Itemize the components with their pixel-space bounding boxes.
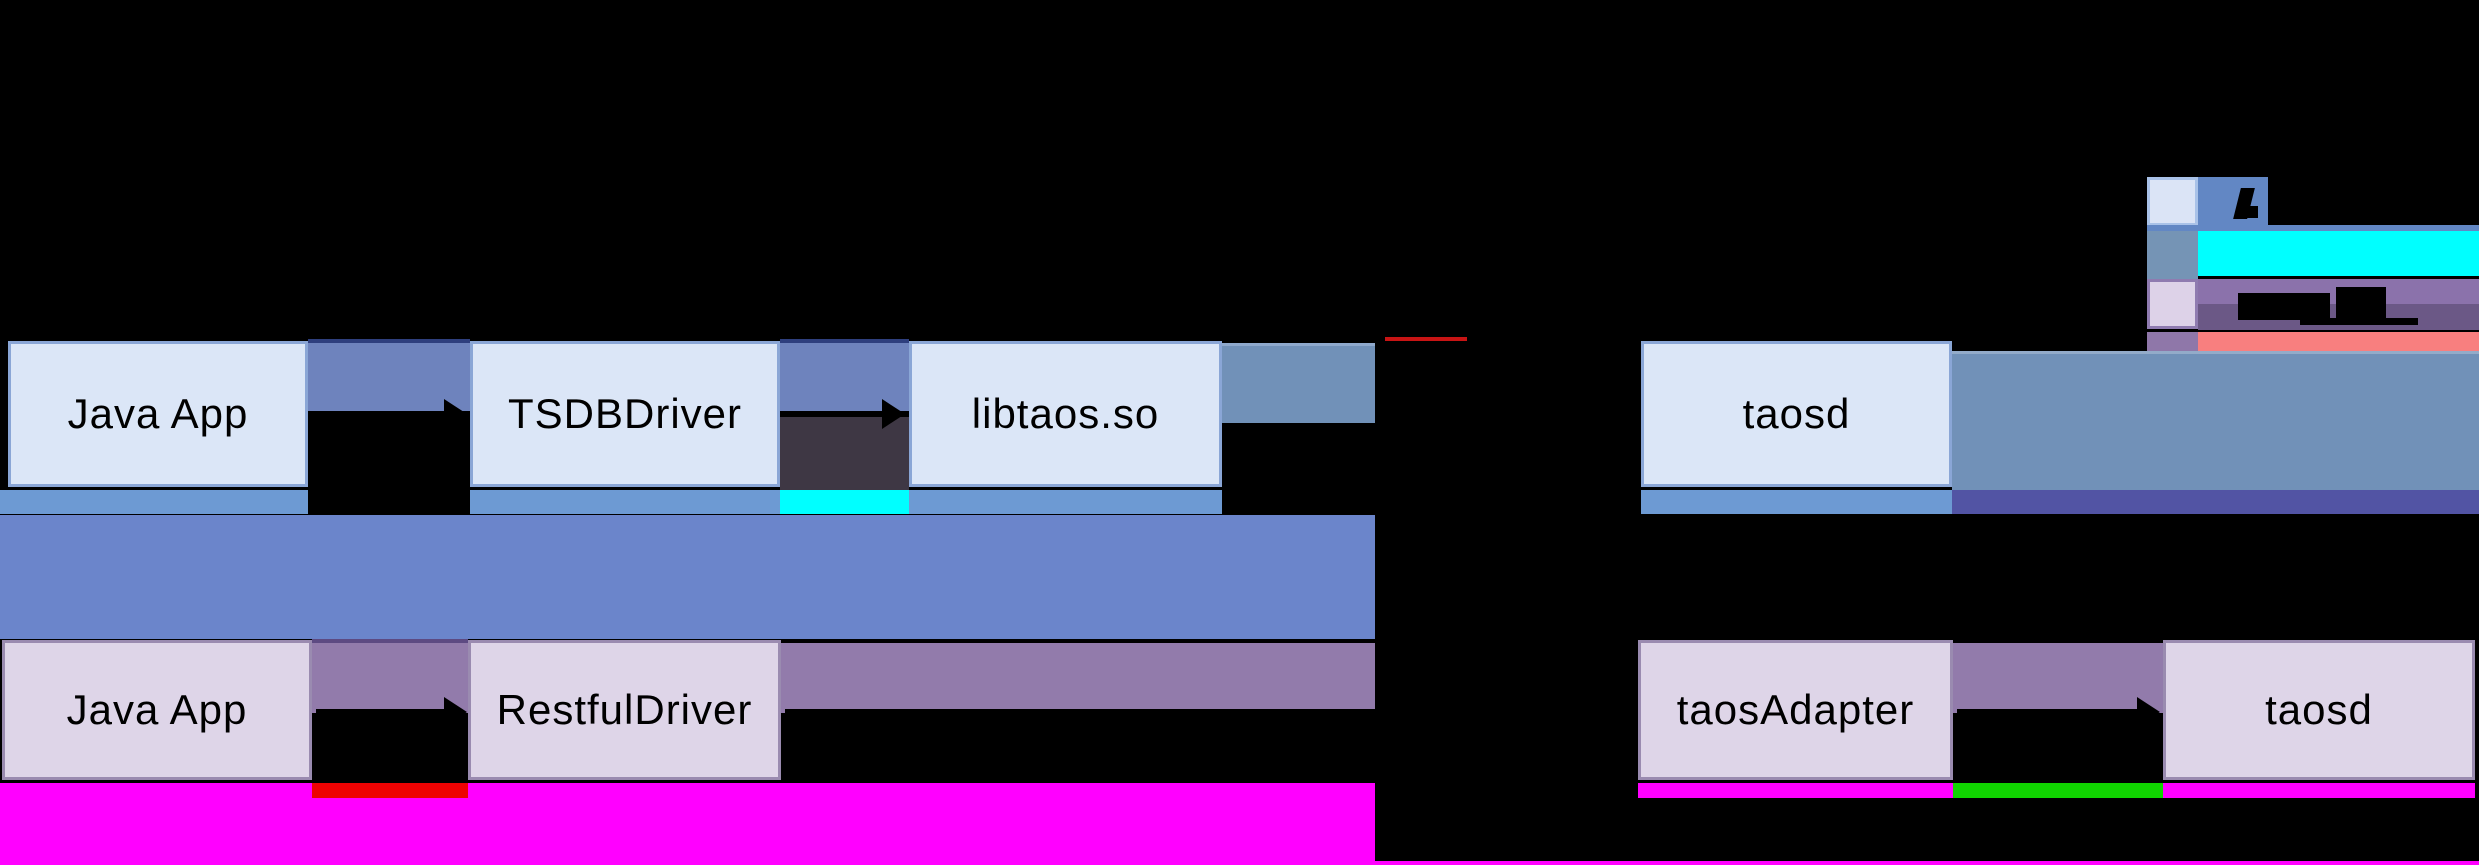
arrow-restfuldriver-to-taosadapter <box>785 709 1612 715</box>
arrow-java-to-restfuldriver-head-icon <box>444 697 467 727</box>
box-java-app-jni-label: Java App <box>67 390 249 437</box>
box-restfuldriver: RestfulDriver <box>468 640 781 780</box>
magenta-bottom-line <box>1375 861 2479 865</box>
red-annotation-line <box>1385 337 1467 341</box>
arrow-tsdbdriver-to-libtaos <box>783 411 893 417</box>
strip-green-highlight <box>1953 783 2163 798</box>
box-taosd-rest: taosd <box>2163 640 2475 780</box>
slate-rect-mid <box>1222 343 1375 423</box>
strip-under-libtaos <box>909 490 1222 514</box>
arrow-libtaos-to-taosd <box>1380 411 1616 417</box>
gap-fill-adapter-taosd <box>1953 643 2163 713</box>
box-taosadapter: taosAdapter <box>1638 640 1953 780</box>
box-java-app-jni: Java App <box>8 341 308 487</box>
box-taosd-jni: taosd <box>1641 341 1952 487</box>
strip-magenta-under-taosadapter <box>1638 783 1953 798</box>
box-java-app-rest: Java App <box>2 640 312 780</box>
box-restfuldriver-label: RestfulDriver <box>496 686 753 733</box>
box-libtaos: libtaos.so <box>909 341 1222 487</box>
mauve-band <box>781 643 1375 713</box>
strip-under-java-jni <box>0 490 308 514</box>
arrow-java-to-restfuldriver <box>316 709 448 715</box>
strip-under-taosd <box>1641 490 1952 514</box>
legend-text-fragment <box>2336 287 2386 318</box>
legend-swatch-app-box <box>2147 177 2198 226</box>
strip-cyan-highlight <box>780 490 909 514</box>
legend-swatch-slate <box>2147 231 2198 279</box>
gap-charcoal-tsdb-libtaos <box>780 417 909 490</box>
box-tsdbdriver-label: TSDBDriver <box>507 390 742 437</box>
arrow-taosadapter-to-taosd <box>1957 709 2143 715</box>
box-libtaos-label: libtaos.so <box>971 390 1160 437</box>
arrow-libtaos-to-taosd-head-icon <box>1614 399 1637 429</box>
legend-highlight-salmon <box>2198 332 2479 353</box>
legend-divider-line <box>2147 225 2479 231</box>
jni-band <box>0 515 1375 639</box>
legend-text-fragment <box>2238 293 2330 320</box>
magenta-band <box>0 783 1375 865</box>
arrow-java-to-tsdbdriver-head-icon <box>444 399 467 429</box>
box-java-app-rest-label: Java App <box>66 686 248 733</box>
arrow-java-to-tsdbdriver <box>312 411 458 417</box>
legend-text-fragment <box>2300 318 2418 325</box>
gap-fill-java-restful <box>312 643 468 713</box>
gap-topline-java-restful <box>312 639 468 643</box>
strip-under-tsdbdriver <box>470 490 780 514</box>
box-taosd-rest-label: taosd <box>2265 686 2373 733</box>
legend-text-fragment <box>2247 206 2258 218</box>
box-taosd-jni-label: taosd <box>1742 390 1851 437</box>
arrow-taosadapter-to-taosd-head-icon <box>2137 697 2160 727</box>
strip-red-highlight <box>312 783 468 798</box>
arrow-restfuldriver-to-taosadapter-head-icon <box>1610 697 1633 727</box>
strip-indigo-right <box>1952 490 2479 514</box>
box-taosadapter-label: taosAdapter <box>1676 686 1915 733</box>
legend-highlight-cyan <box>2198 231 2479 276</box>
legend-swatch-lavender <box>2147 279 2198 329</box>
gap-fill-java-tsdb <box>308 343 470 411</box>
legend-swatch-mauve <box>2147 332 2198 353</box>
strip-magenta-under-taosd-rest <box>2163 783 2475 798</box>
box-tsdbdriver: TSDBDriver <box>470 341 780 487</box>
slate-rect-right <box>1952 351 2479 490</box>
gap-topline-java-tsdb <box>308 339 470 343</box>
arrow-tsdbdriver-to-libtaos-head-icon <box>882 399 905 429</box>
gap-topline-tsdb-libtaos <box>780 339 909 343</box>
